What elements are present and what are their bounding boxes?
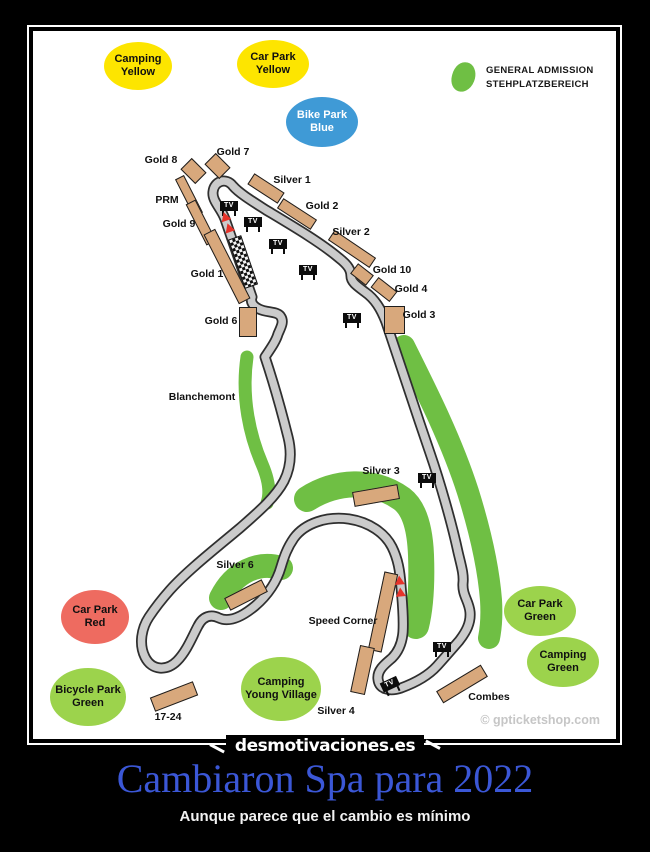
tv-camera-marker: TV xyxy=(433,642,451,657)
direction-arrows xyxy=(394,575,406,597)
stand-label: 17-24 xyxy=(154,711,182,723)
tv-camera-label: TV xyxy=(244,217,262,227)
zone-label: Car Park xyxy=(72,604,118,616)
tv-camera-label: TV xyxy=(269,239,287,249)
zone-label: Camping xyxy=(539,649,587,661)
legend-label: GENERAL ADMISSION STEHPLATZBEREICH xyxy=(486,62,594,92)
stand-label: Silver 3 xyxy=(362,465,400,477)
zone-label: Young Village xyxy=(245,689,317,701)
tv-camera-marker: TV xyxy=(244,217,262,232)
tv-camera-label: TV xyxy=(220,201,238,211)
general-admission-swatch xyxy=(448,59,479,95)
general-admission-strip xyxy=(393,335,503,649)
stand-label: PRM xyxy=(155,194,179,206)
site-logo: desmotivaciones.es xyxy=(225,735,425,757)
zone-label: Car Park xyxy=(250,51,296,63)
stand-label: Gold 8 xyxy=(144,154,178,166)
zone-label: Red xyxy=(84,617,106,629)
stand-label: Silver 6 xyxy=(216,559,254,571)
grandstand xyxy=(239,307,257,337)
map-credit: © gpticketshop.com xyxy=(480,713,600,727)
meme-title: Cambiaron Spa para 2022 xyxy=(116,756,534,801)
tv-camera-label: TV xyxy=(433,642,451,652)
meme-subtitle: Aunque parece que el cambio es mínimo xyxy=(179,808,471,825)
general-admission-strip xyxy=(238,350,276,510)
track-road xyxy=(137,177,474,694)
tv-camera-label: TV xyxy=(343,313,361,323)
tv-camera-marker: TV xyxy=(418,473,436,488)
tv-camera-label: TV xyxy=(418,473,436,483)
tv-camera-marker: TV xyxy=(343,313,361,328)
tv-camera-marker: TV xyxy=(269,239,287,254)
tv-camera-marker: TV xyxy=(299,265,317,280)
stand-label: Gold 4 xyxy=(394,283,428,295)
stand-label: Gold 10 xyxy=(372,264,412,276)
stand-label: Blanchemont xyxy=(168,391,236,403)
stand-label: Silver 4 xyxy=(317,705,355,717)
general-admission-strip xyxy=(294,471,435,639)
tv-camera-label: TV xyxy=(299,265,317,275)
watermark-right-tail xyxy=(425,739,441,750)
stand-label: Silver 2 xyxy=(332,226,370,238)
tv-camera-marker: TV xyxy=(220,201,238,216)
general-admission-strip xyxy=(209,553,293,610)
site-watermark: desmotivaciones.es xyxy=(0,734,650,758)
zone-label: Bike Park xyxy=(296,109,348,121)
stand-label: Gold 9 xyxy=(162,218,196,230)
stand-label: Gold 1 xyxy=(190,268,224,280)
stand-label: Gold 2 xyxy=(305,200,339,212)
legend-line-1: GENERAL ADMISSION xyxy=(486,65,594,76)
zone-label: Blue xyxy=(310,122,334,134)
zone-label: Green xyxy=(524,611,556,623)
zone-label: Camping xyxy=(257,676,305,688)
zone-label: Yellow xyxy=(120,66,156,78)
zone-label: Camping xyxy=(114,53,162,65)
stand-label: Speed Corner xyxy=(308,615,378,627)
grandstand xyxy=(383,306,405,334)
stand-label: Combes xyxy=(468,691,510,703)
stand-label: Gold 3 xyxy=(402,309,436,321)
stand-label: Gold 7 xyxy=(216,146,250,158)
legend: GENERAL ADMISSION STEHPLATZBEREICH xyxy=(448,59,594,95)
zone-label: Yellow xyxy=(255,64,291,76)
zone-label: Car Park xyxy=(517,598,563,610)
watermark-left-tail xyxy=(209,742,225,753)
zone-label: Green xyxy=(547,662,579,674)
stand-label: Gold 6 xyxy=(204,315,238,327)
legend-line-2: STEHPLATZBEREICH xyxy=(486,79,589,90)
stand-label: Silver 1 xyxy=(273,174,311,186)
zone-label: Green xyxy=(72,697,104,709)
zone-label: Bicycle Park xyxy=(55,684,121,696)
